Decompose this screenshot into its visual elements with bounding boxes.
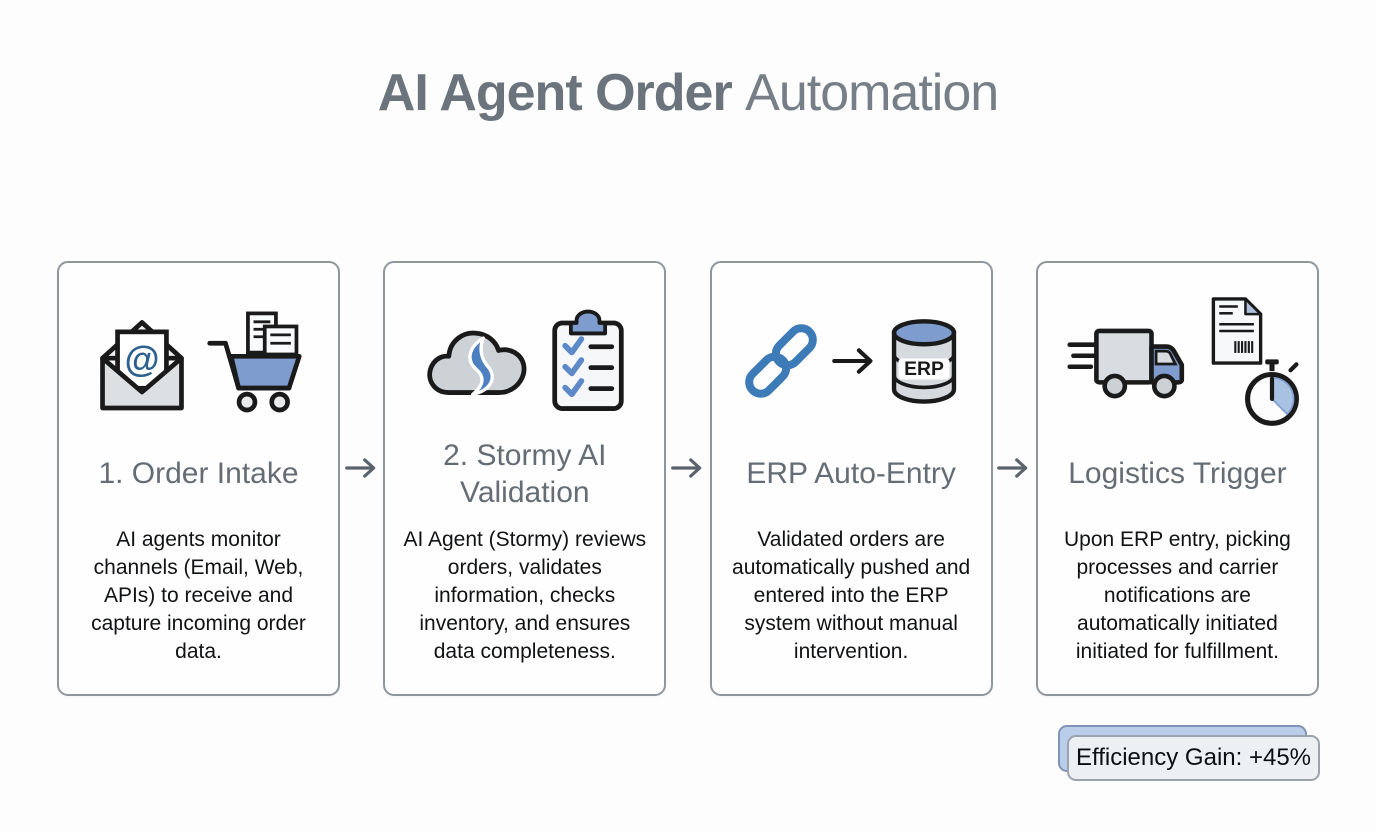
checklist-clipboard-icon bbox=[552, 309, 624, 411]
email-envelope-icon: @ bbox=[99, 319, 184, 410]
page-title-light: Automation bbox=[745, 64, 999, 122]
icon-row: @ bbox=[71, 293, 326, 428]
page-title: AI Agent Order Automation bbox=[0, 64, 1376, 124]
step-heading: Logistics Trigger bbox=[1068, 457, 1287, 491]
badge-label: Efficiency Gain: +45% bbox=[1067, 735, 1320, 781]
step-heading: 1. Order Intake bbox=[98, 457, 299, 491]
at-symbol: @ bbox=[124, 339, 159, 379]
step-description: Validated orders are automatically pushe… bbox=[732, 528, 971, 663]
step-card-logistics-trigger: Logistics Trigger Upon ERP entry, pickin… bbox=[1035, 261, 1319, 696]
icon-row bbox=[1050, 293, 1305, 428]
step-card-stormy-validation: 2. Stormy AI Validation AI Agent (Stormy… bbox=[383, 261, 667, 696]
delivery-truck-icon bbox=[1067, 328, 1185, 399]
page-title-bold: AI Agent Order bbox=[377, 64, 733, 122]
flow-connector bbox=[340, 454, 383, 482]
right-arrow-icon bbox=[832, 347, 873, 374]
flow-connector bbox=[666, 454, 709, 482]
invoice-document-icon bbox=[1211, 297, 1263, 365]
stormy-cloud-icon bbox=[427, 330, 527, 396]
process-flow: @ 1. Order Intake AI agents monitor chan… bbox=[57, 261, 1319, 696]
step-card-order-intake: @ 1. Order Intake AI agents monitor chan… bbox=[57, 261, 340, 696]
step-heading: 2. Stormy AI Validation bbox=[443, 438, 607, 510]
right-arrow-icon bbox=[997, 458, 1028, 478]
right-arrow-icon bbox=[671, 458, 702, 478]
step-heading: ERP Auto-Entry bbox=[746, 457, 956, 491]
icon-row bbox=[397, 293, 652, 428]
step-description: Upon ERP entry, picking processes and ca… bbox=[1064, 528, 1291, 663]
step-card-erp-auto-entry: ERP ERP Auto-Entry Validated orders are … bbox=[709, 261, 993, 696]
icon-row: ERP bbox=[724, 293, 979, 428]
efficiency-badge: Efficiency Gain: +45% bbox=[1058, 725, 1320, 791]
stopwatch-icon bbox=[1244, 359, 1299, 426]
erp-label: ERP bbox=[904, 358, 944, 380]
step-description: AI agents monitor channels (Email, Web, … bbox=[91, 528, 306, 663]
flow-connector bbox=[993, 454, 1036, 482]
shopping-cart-icon bbox=[206, 311, 302, 412]
step-description: AI Agent (Stormy) reviews orders, valida… bbox=[403, 528, 647, 663]
right-arrow-icon bbox=[344, 458, 375, 478]
erp-database-icon: ERP bbox=[891, 318, 957, 404]
chain-link-icon bbox=[745, 323, 817, 398]
